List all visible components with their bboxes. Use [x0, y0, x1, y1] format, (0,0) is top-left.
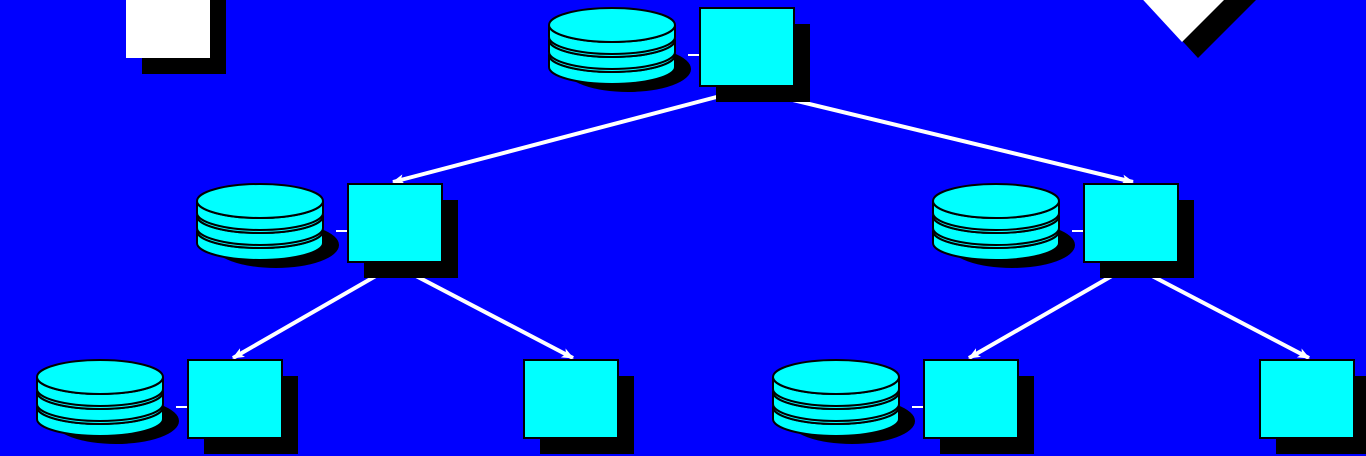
database-icon	[36, 359, 179, 444]
node-box	[523, 359, 619, 439]
edge-root-to-left	[392, 87, 748, 185]
database-icon	[932, 183, 1075, 268]
node-box	[347, 183, 443, 263]
white-diamond	[1143, 0, 1256, 58]
tree-node-right-left	[772, 359, 1034, 454]
database-icon	[772, 359, 915, 444]
tree-node-left	[196, 183, 458, 278]
node-box	[187, 359, 283, 439]
edge-root-to-right	[746, 87, 1134, 185]
database-icon	[196, 183, 339, 268]
tree-node-right	[932, 183, 1194, 278]
database-icon	[548, 7, 691, 92]
tree-node-left-right	[523, 359, 634, 454]
edge-right-to-right-left	[968, 263, 1132, 360]
node-box	[1083, 183, 1179, 263]
tree-node-root	[548, 7, 810, 102]
tree-node-right-right	[1259, 359, 1366, 454]
tree-node-left-left	[36, 359, 298, 454]
node-box	[1259, 359, 1355, 439]
node-box	[699, 7, 795, 87]
edge-right-to-right-right	[1130, 263, 1310, 360]
white-square	[126, 0, 226, 74]
edge-left-to-left-right	[394, 263, 574, 360]
node-box	[923, 359, 1019, 439]
edge-left-to-left-left	[232, 263, 396, 360]
